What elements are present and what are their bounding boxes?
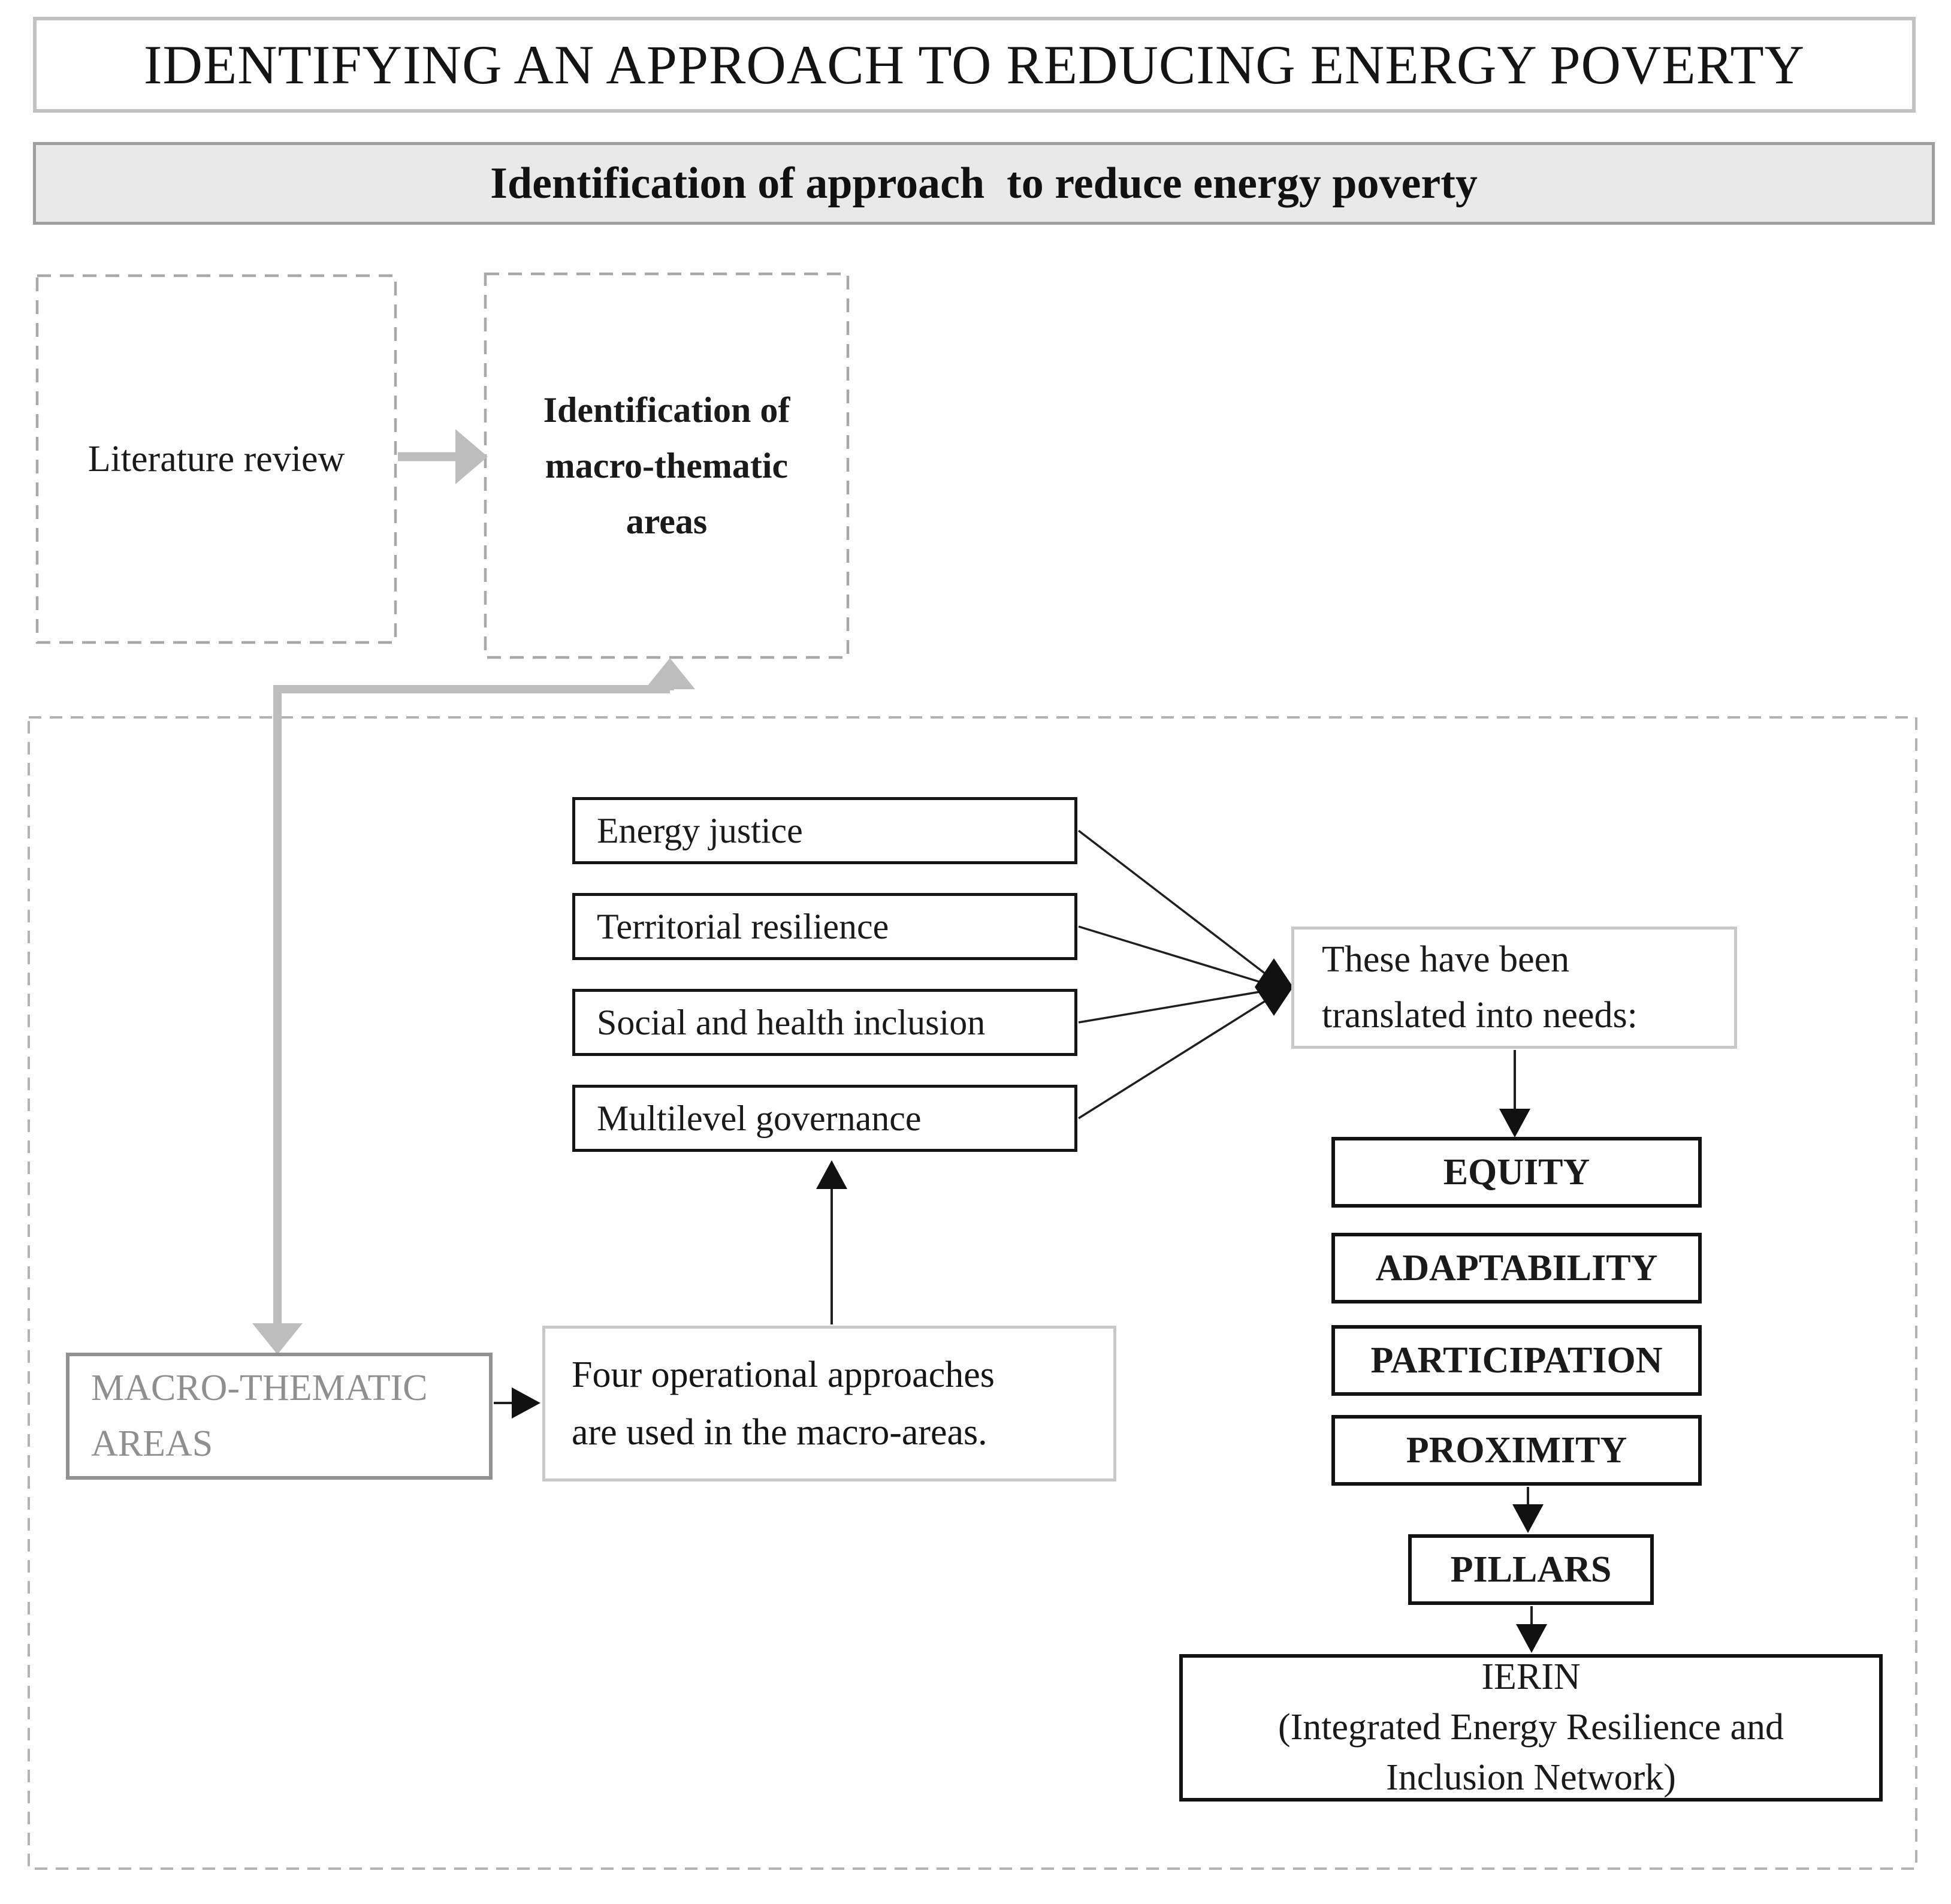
figure-subtitle: Identification of approach to reduce ene… [490,158,1478,208]
pillars-box: PILLARS [1408,1534,1654,1605]
ierin-line-1: IERIN [1481,1656,1581,1698]
ierin-line-2: (Integrated Energy Resilience and [1277,1707,1784,1748]
gray-arrowhead-down-icon [252,1323,303,1354]
need-box-equity: EQUITY [1331,1137,1702,1208]
theme-label: Territorial resilience [597,906,889,946]
theme-box-social-health-inclusion: Social and health inclusion [572,989,1077,1056]
need-label: PARTICIPATION [1370,1339,1663,1381]
ierin-line-3: Inclusion Network) [1386,1757,1676,1798]
line-energy-justice-to-needs [1077,829,1267,975]
arrowhead-down-ierin-icon [1516,1624,1547,1653]
macro-thematic-areas-box: MACRO-THEMATIC AREAS [66,1353,493,1480]
gray-arrowhead-up-icon [645,658,695,689]
ierin-box: IERIN (Integrated Energy Resilience and … [1179,1654,1883,1802]
need-box-adaptability: ADAPTABILITY [1331,1233,1702,1303]
gray-arrowhead-right-icon [455,429,488,484]
needs-intro-box: These have been translated into needs: [1291,927,1737,1049]
need-label: ADAPTABILITY [1375,1247,1658,1289]
identification-line-3: areas [626,501,708,541]
pillars-label: PILLARS [1450,1549,1612,1590]
theme-label: Energy justice [597,810,803,850]
theme-box-multilevel-governance: Multilevel governance [572,1085,1077,1152]
macro-areas-line-2: AREAS [91,1423,213,1464]
need-label: EQUITY [1443,1151,1590,1193]
diamond-arrowhead-icon [1255,958,1293,1016]
theme-box-territorial-resilience: Territorial resilience [572,893,1077,960]
identification-line-1: Identification of [543,390,790,430]
operational-approaches-box: Four operational approaches are used in … [542,1326,1116,1481]
needs-intro-line-1: These have been [1322,939,1570,980]
literature-review-text: Literature review [87,438,345,479]
need-label: PROXIMITY [1406,1429,1627,1471]
figure-title: IDENTIFYING AN APPROACH TO REDUCING ENER… [143,34,1805,95]
figure-title-bar: IDENTIFYING AN APPROACH TO REDUCING ENER… [33,17,1916,113]
need-box-proximity: PROXIMITY [1331,1415,1702,1486]
line-territorial-resilience-to-needs [1078,925,1264,984]
literature-review-label: Literature review [37,276,395,642]
figure-subtitle-bar: Identification of approach to reduce ene… [33,142,1935,225]
theme-box-energy-justice: Energy justice [572,797,1077,864]
operational-line-2: are used in the macro-areas. [572,1412,987,1453]
identification-line-2: macro-thematic [545,445,789,485]
macro-identification-dashed-box [484,272,850,659]
macro-areas-line-1: MACRO-THEMATIC [91,1368,428,1408]
theme-label: Social and health inclusion [597,1002,986,1042]
main-section-dashed-container [28,716,1917,1870]
line-multilevel-governance-to-needs [1078,1000,1266,1120]
arrowhead-up-multilevel-icon [816,1160,847,1189]
macro-identification-label: Identification of macro-thematic areas [485,274,848,657]
arrowhead-right-operational-icon [512,1387,540,1419]
theme-label: Multilevel governance [597,1098,922,1138]
needs-intro-line-2: translated into needs: [1322,995,1638,1036]
arrowhead-down-pillars-icon [1512,1504,1544,1533]
operational-line-1: Four operational approaches [572,1354,995,1395]
arrowhead-down-equity-icon [1499,1109,1530,1137]
line-social-health-to-needs [1078,990,1264,1024]
need-box-participation: PARTICIPATION [1331,1325,1702,1396]
